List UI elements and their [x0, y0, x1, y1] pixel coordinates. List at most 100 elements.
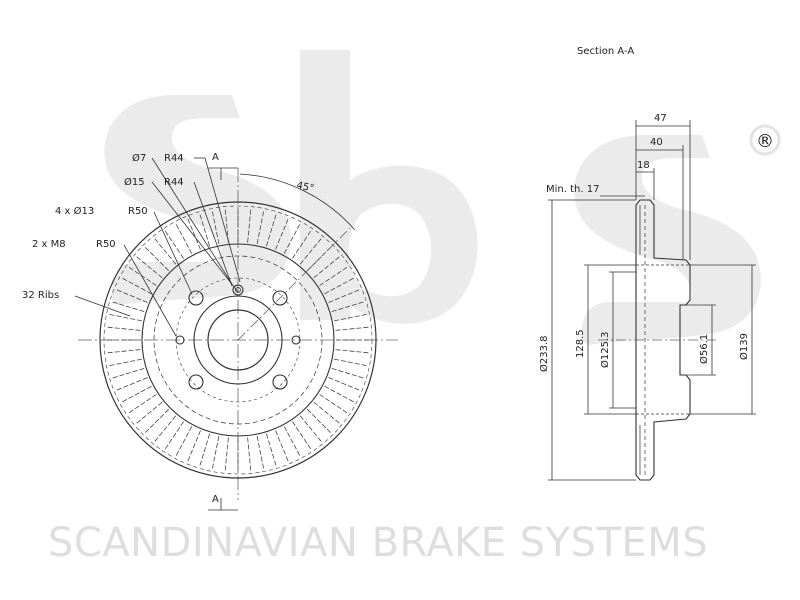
rib-line: [187, 217, 201, 250]
braking-surface-inner-edge: [141, 243, 335, 437]
leader-pilot-hole: [151, 181, 239, 293]
angle-line: [237, 227, 351, 341]
rib-line: [106, 349, 141, 354]
watermark-logo: [104, 50, 761, 345]
section-title: Section A-A: [577, 46, 634, 57]
rib-line: [211, 436, 220, 470]
rib-line: [199, 433, 210, 467]
rib-line: [135, 255, 163, 279]
leader-r44-second: [193, 181, 233, 287]
rib-line: [307, 409, 332, 434]
rib-line: [115, 377, 148, 391]
label-bolt-hole: Ø7: [132, 152, 146, 164]
pilot-hole-top-inner: [235, 287, 241, 293]
watermark-brand-text: SCANDINAVIAN BRAKE SYSTEMS: [48, 520, 708, 566]
section-dimensions: [548, 120, 756, 481]
rib-line: [283, 426, 301, 457]
registered-mark: ®: [749, 124, 781, 156]
leader-r50-second: [123, 244, 177, 337]
rib-line: [106, 326, 141, 331]
rib-line: [319, 394, 349, 414]
rib-line: [299, 415, 323, 443]
rib-line: [187, 430, 201, 463]
label-r50-top: R50: [128, 206, 148, 217]
bolt-hole-1: [188, 290, 204, 306]
leader-r44-top: [204, 157, 241, 283]
rib-line: [313, 255, 341, 279]
rib-line: [331, 301, 365, 312]
rib-line: [328, 377, 361, 391]
rib-line: [256, 436, 265, 470]
rib-line: [324, 277, 355, 295]
hub-face: [193, 295, 283, 385]
rib-line: [334, 313, 368, 322]
rib-line: [121, 385, 152, 403]
rib-line: [121, 277, 152, 295]
leader-bolt-hole: [151, 157, 233, 285]
rib-line: [319, 266, 349, 286]
bolt-hole-2: [272, 290, 288, 306]
section-dimension-labels: 47 40 18 Min. th. 17 Ø233.8 128.5 Ø125.3…: [538, 113, 750, 372]
rib-line: [335, 349, 370, 354]
rib-line: [324, 385, 355, 403]
rib-line: [247, 437, 252, 472]
rib-line: [292, 229, 312, 259]
disc-inner-rim: [103, 205, 373, 475]
rib-line: [275, 217, 289, 250]
label-min-thickness: Min. th. 17: [546, 184, 599, 195]
bolt-hole-3: [188, 374, 204, 390]
label-center-bore: Ø56.1: [698, 334, 710, 364]
rib-line: [335, 326, 370, 331]
rib-line: [108, 313, 142, 322]
rib-line: [144, 409, 169, 434]
front-view-leaders: [74, 157, 356, 511]
label-hat-depth: 128.5: [575, 329, 586, 358]
label-section-mark-bottom: A: [212, 494, 219, 505]
label-hat-diameter: Ø125.3: [599, 332, 611, 369]
rib-line: [211, 210, 220, 244]
label-hub-diameter: Ø139: [738, 333, 750, 360]
bolt-hole-4: [272, 374, 288, 390]
label-pilot-hole: Ø15: [124, 176, 145, 188]
rib-line: [111, 368, 145, 379]
rib-line: [275, 430, 289, 463]
label-width-40: 40: [650, 137, 663, 148]
rib-line: [175, 223, 193, 254]
rib-line: [127, 394, 157, 414]
rib-line: [256, 210, 265, 244]
rib-line: [266, 433, 277, 467]
label-width-18: 18: [637, 160, 650, 171]
m8-hole-left: [175, 335, 185, 345]
rib-line: [331, 368, 365, 379]
label-section-mark-top: A: [212, 152, 219, 163]
rib-line: [313, 401, 341, 425]
label-ribs: 32 Ribs: [22, 290, 59, 301]
rib-line: [164, 421, 184, 451]
rib-line: [283, 223, 301, 254]
rib-line: [111, 301, 145, 312]
rib-line: [153, 237, 177, 265]
rib-line: [328, 289, 361, 303]
rib-line: [108, 358, 142, 367]
registered-mark-text: ®: [756, 131, 774, 152]
rib-line: [164, 229, 184, 259]
disc-outer-edge: [99, 201, 377, 479]
rib-line: [224, 208, 229, 243]
rib-line: [199, 213, 210, 247]
rib-line: [135, 401, 163, 425]
m8-hole-right: [291, 335, 301, 345]
pilot-hole-top: [232, 284, 244, 296]
label-angle: 45°: [295, 180, 315, 194]
label-outer-diameter: Ø233.8: [538, 336, 550, 373]
hat-edge: [153, 255, 323, 425]
label-r44-second: R44: [164, 177, 184, 188]
leader-r50-top: [153, 211, 193, 295]
rib-line: [153, 415, 177, 443]
section-view: [598, 199, 716, 481]
label-width-47: 47: [654, 113, 667, 124]
rib-line: [115, 289, 148, 303]
rib-line: [224, 437, 229, 472]
rib-line: [299, 237, 323, 265]
label-r44-top: R44: [164, 153, 184, 164]
